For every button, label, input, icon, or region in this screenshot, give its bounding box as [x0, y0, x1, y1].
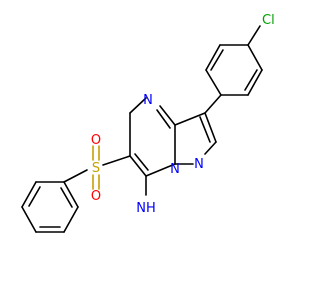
atom-amine: NH	[136, 201, 156, 216]
bond	[129, 97, 147, 114]
bond	[134, 153, 149, 171]
bond	[129, 155, 147, 177]
atom-oxygen-bottom: O	[91, 189, 101, 204]
bond	[247, 44, 263, 71]
bond	[204, 94, 222, 114]
bond	[205, 69, 222, 96]
bond	[21, 181, 37, 208]
bond	[205, 44, 221, 71]
molecule-canvas: Cl N N N S O O NH	[21, 13, 275, 233]
bond	[244, 69, 258, 91]
bonds	[21, 25, 263, 233]
bond	[63, 206, 79, 233]
bond	[210, 49, 224, 71]
bond	[21, 206, 37, 233]
bond	[159, 105, 176, 126]
bond	[247, 69, 263, 96]
atom-ring-nitrogen-bottom: N	[170, 162, 180, 177]
bond	[174, 112, 206, 126]
bond	[204, 112, 217, 143]
atom-labels: Cl N N N S O O NH	[91, 13, 275, 216]
atom-oxygen-top: O	[91, 133, 101, 148]
bond	[199, 116, 211, 143]
bond	[204, 141, 217, 155]
bond-to-phenyl	[63, 169, 88, 183]
bond	[60, 187, 73, 208]
bond-to-sulfur	[102, 155, 131, 166]
atom-sulfur: S	[92, 161, 100, 176]
atom-ring-nitrogen-top: N	[143, 93, 153, 108]
bond	[63, 181, 79, 208]
bond-to-chlorine	[247, 25, 261, 46]
atom-pyrazole-nitrogen: N	[194, 157, 204, 172]
molecule-structure: Cl N N N S O O NH	[21, 13, 275, 233]
bond	[145, 163, 176, 177]
bond	[28, 186, 41, 207]
bond	[156, 109, 171, 129]
atom-chlorine: Cl	[262, 13, 275, 28]
